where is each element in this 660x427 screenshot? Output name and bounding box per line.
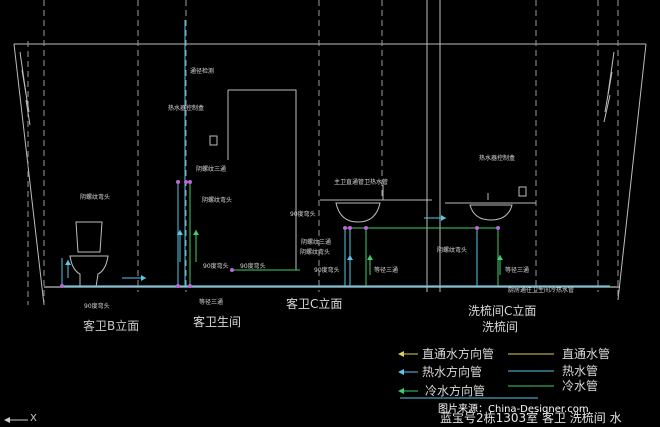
legend-hot-dir: 热水方向管 — [422, 365, 483, 379]
label-basin-pipe: 主卫直通管卫热水管 — [334, 179, 389, 186]
image-credit: 图片来源：China-Designer.com — [438, 404, 589, 415]
label-elbow-upper: 阴螺纹弯头 — [202, 197, 233, 204]
label-elbow-basin-right: 阴螺纹弯头 — [437, 247, 468, 254]
legend-cold-arrow-head — [398, 388, 404, 394]
label-elbow90-basin: 90度弯头 — [290, 211, 316, 218]
joint-6 — [475, 226, 479, 230]
right-slant-wall — [617, 43, 647, 301]
basin-c — [335, 202, 381, 223]
title-guest-bath: 客卫生间 — [193, 315, 242, 329]
joint-10 — [188, 284, 192, 288]
label-tee-basin-left: 阴螺纹三通 — [301, 239, 332, 246]
label-elbow90-c: 90度弯头 — [314, 267, 340, 274]
arrow-up-hot-head — [177, 230, 183, 235]
mirror-outline-c — [228, 89, 297, 270]
wall-hatch-4 — [604, 71, 613, 113]
label-tee-basin-right: 等径三通 — [505, 267, 530, 274]
wall-hatch-5 — [603, 94, 611, 123]
left-slant-wall — [13, 43, 45, 306]
label-heater-control-left: 热水器控制盒 — [168, 105, 205, 112]
arrow-up-cold-head — [193, 230, 199, 235]
basin-wash — [469, 204, 513, 221]
joint-2 — [188, 180, 192, 184]
walls — [13, 0, 647, 306]
title-wash: 洗梳间 — [482, 320, 519, 334]
flow-arrows — [65, 215, 503, 281]
arrow-up-wash-cold-head — [497, 255, 503, 260]
label-heater-control-right: 热水器控制盒 — [479, 155, 516, 162]
joint-9 — [176, 284, 180, 288]
joint-5 — [364, 226, 368, 230]
joint-4 — [348, 226, 352, 230]
arrow-up-toilet-head — [65, 260, 71, 265]
joint-3 — [343, 226, 347, 230]
drawing-title: 蓝宝号2栋1303室 客卫 洗梳间 水 — [440, 411, 622, 425]
toilet-tank — [75, 221, 103, 253]
heater-box-right — [518, 186, 527, 197]
wall-hatch-1 — [21, 69, 30, 113]
arrow-right-floor-head — [141, 275, 146, 281]
legend-hot: 热水管 — [562, 364, 599, 378]
label-valve-fitting: 通径检测 — [190, 68, 215, 75]
legend-direct: 直通水管 — [562, 347, 611, 361]
label-floor-right-note: 厨房通往卫生间冷热水管 — [508, 287, 575, 294]
ucs-axis-label: X — [30, 413, 37, 424]
joint-11 — [230, 268, 234, 272]
arrow-up-basin-cold-head — [367, 255, 373, 260]
label-tee-basin-floor: 等径三通 — [374, 267, 399, 274]
legend-lines — [4, 351, 554, 423]
pipes — [60, 20, 610, 287]
joint-1 — [184, 180, 188, 184]
legend-hot-arrow-head — [398, 369, 404, 375]
joint-8 — [60, 284, 64, 288]
pipe-joints — [60, 180, 500, 288]
fixtures — [69, 89, 536, 288]
label-tee-floor-left: 等径三通 — [199, 299, 224, 306]
arrow-right-cross-head — [441, 215, 446, 221]
title-wash-c: 洗梳间C立面 — [468, 304, 537, 318]
label-toilet-elbow: 阴螺纹弯头 — [80, 194, 111, 201]
legend-direct-arrow-head — [398, 351, 404, 357]
label-elbow90-toilet: 90度弯头 — [84, 303, 110, 310]
label-elbow-basin-left: 阴螺纹弯头 — [300, 249, 331, 256]
title-b-elevation: 客卫B立面 — [83, 319, 140, 333]
wall-hatch-2 — [25, 99, 31, 126]
joint-0 — [176, 180, 180, 184]
heater-box-left — [209, 135, 218, 146]
title-c-elevation: 客卫C立面 — [286, 297, 343, 311]
arrow-up-basin-hot-head — [347, 255, 353, 260]
toilet-bowl — [69, 255, 109, 288]
legend-cold: 冷水管 — [562, 379, 599, 393]
joint-7 — [496, 226, 500, 230]
ucs-arrow — [4, 417, 10, 423]
legend-direct-dir: 直通水方向管 — [422, 347, 495, 361]
label-tee-upper: 阴螺纹三通 — [196, 166, 227, 173]
legend-cold-dir: 冷水方向管 — [425, 384, 486, 398]
label-elbow90-b: 90度弯头 — [240, 263, 266, 270]
label-elbow90-a: 90度弯头 — [203, 263, 229, 270]
